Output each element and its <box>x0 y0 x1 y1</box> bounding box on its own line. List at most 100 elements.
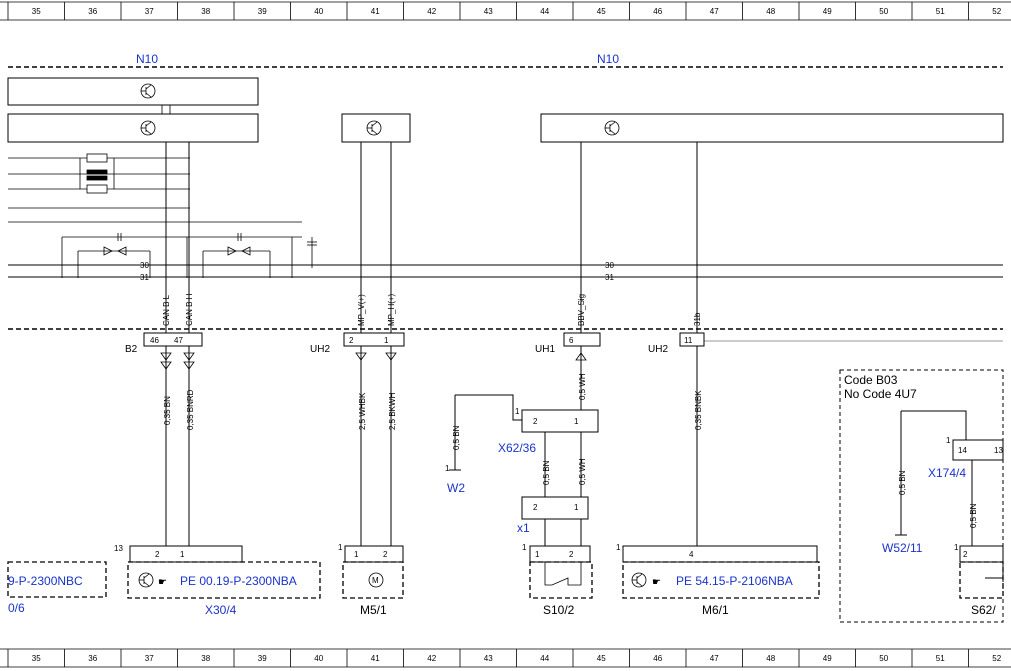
grid-number: 50 <box>879 7 888 16</box>
pin-1: 1 <box>384 336 389 345</box>
wire-label: 0,35 BNRD <box>186 389 195 430</box>
connector-x30-4 <box>129 545 243 563</box>
signal-mp-v: MP_V(+) <box>357 294 366 326</box>
component-label: 0/6 <box>8 601 25 615</box>
grid-number: 36 <box>88 654 97 663</box>
component-left-partial <box>7 561 107 598</box>
connector-x174-4 <box>952 439 1004 461</box>
grid-number: 52 <box>992 7 1001 16</box>
transistor-icon <box>140 120 156 136</box>
connector-uh2-label: UH2 <box>310 344 330 355</box>
hand-pointer-icon: ☛ <box>158 577 167 588</box>
motor-icon-letter: M <box>372 576 379 585</box>
signal-bbv: BBV_Sig <box>577 294 586 326</box>
grid-number: 49 <box>823 654 832 663</box>
component-m6-1 <box>622 561 820 599</box>
grid-number: 43 <box>484 654 493 663</box>
pin-label: 2 <box>963 550 968 559</box>
component-s10-2 <box>529 561 593 599</box>
grid-number: 42 <box>427 654 436 663</box>
component-ref: 9-P-2300NBC <box>8 574 83 588</box>
pin-46: 46 <box>150 336 159 345</box>
code-label: Code B03 <box>844 373 898 387</box>
wire-label: 2,5 BKWH <box>388 392 397 430</box>
module-label-n10-left: N10 <box>136 52 158 66</box>
wire-label: 0,35 BN <box>163 396 172 425</box>
line-31-label: 31 <box>140 273 149 282</box>
connector-uh2-left <box>343 332 405 347</box>
grid-number: 46 <box>653 7 662 16</box>
grid-number: 35 <box>32 654 41 663</box>
connector-x174-label: X174/4 <box>928 466 966 480</box>
module-label-n10-right: N10 <box>597 52 619 66</box>
connector-x62-36 <box>521 409 599 433</box>
ground-w52-label: W52/11 <box>882 541 923 555</box>
line-30-label: 30 <box>140 261 149 270</box>
grid-number: 36 <box>88 7 97 16</box>
grid-number: 52 <box>992 654 1001 663</box>
pin-label: 1 <box>946 436 951 445</box>
switch-icon <box>544 562 582 586</box>
grid-number: 37 <box>145 7 154 16</box>
internal-block-2 <box>7 113 259 143</box>
pin-label: 2 <box>155 550 160 559</box>
grid-number: 48 <box>766 7 775 16</box>
grid-number: 38 <box>201 7 210 16</box>
grid-number: 46 <box>653 654 662 663</box>
transistor-icon <box>631 572 647 588</box>
plug-arrows <box>160 352 587 370</box>
transistor-icon <box>604 120 620 136</box>
connector-x62-label: X62/36 <box>498 441 536 455</box>
component-s10-label: S10/2 <box>543 603 575 617</box>
internal-block-4 <box>540 113 1004 143</box>
pin-label: 1 <box>574 417 579 426</box>
pin-label: 1 <box>535 550 540 559</box>
transistor-icon <box>366 120 382 136</box>
pin-label: 1 <box>354 550 359 559</box>
grid-number: 47 <box>710 654 719 663</box>
component-ref: PE 54.15-P-2106NBA <box>676 574 793 588</box>
grid-number: 48 <box>766 654 775 663</box>
grid-number: 49 <box>823 7 832 16</box>
connector-m6-1 <box>622 545 818 563</box>
pin-label: 1 <box>616 543 621 552</box>
hand-pointer-icon: ☛ <box>652 577 661 588</box>
connector-uh2-label: UH2 <box>648 344 668 355</box>
connector-s62 <box>959 545 1004 563</box>
pin-label: 1 <box>515 407 520 416</box>
grid-number: 51 <box>936 7 945 16</box>
connector-uh1 <box>563 332 601 347</box>
grid-number: 38 <box>201 654 210 663</box>
connector-x1 <box>521 496 589 520</box>
wire-label: 2,5 WHBK <box>358 392 367 430</box>
connector-uh2-right <box>679 332 705 347</box>
pin-2: 2 <box>349 336 354 345</box>
grid-number: 41 <box>371 654 380 663</box>
pin-11: 11 <box>684 336 693 345</box>
pin-label: 1 <box>574 503 579 512</box>
grid-number: 40 <box>314 654 323 663</box>
component-s62-label: S62/ <box>971 603 996 617</box>
grid-number: 39 <box>258 7 267 16</box>
connector-s10-2 <box>529 545 591 563</box>
motor-icon <box>368 572 384 588</box>
internal-block-1 <box>7 77 259 106</box>
pin-label: 2 <box>533 503 538 512</box>
grid-number: 43 <box>484 7 493 16</box>
signal-31b: 31b <box>693 312 702 326</box>
pin-label: 1 <box>522 543 527 552</box>
grid-number: 44 <box>540 7 549 16</box>
transistor-icon <box>138 572 154 588</box>
wire-label: 0,5 BN <box>452 425 461 450</box>
grid-number: 42 <box>427 7 436 16</box>
pin-label: 1 <box>180 550 185 559</box>
signal-mp-h: MP_H(+) <box>387 293 396 326</box>
grid-number: 45 <box>597 7 606 16</box>
wire-label: 0,5 BN <box>969 503 978 528</box>
line-31-label: 31 <box>605 273 614 282</box>
grid-number: 44 <box>540 654 549 663</box>
pin-label: 13 <box>994 446 1003 455</box>
connector-uh1-label: UH1 <box>535 344 555 355</box>
